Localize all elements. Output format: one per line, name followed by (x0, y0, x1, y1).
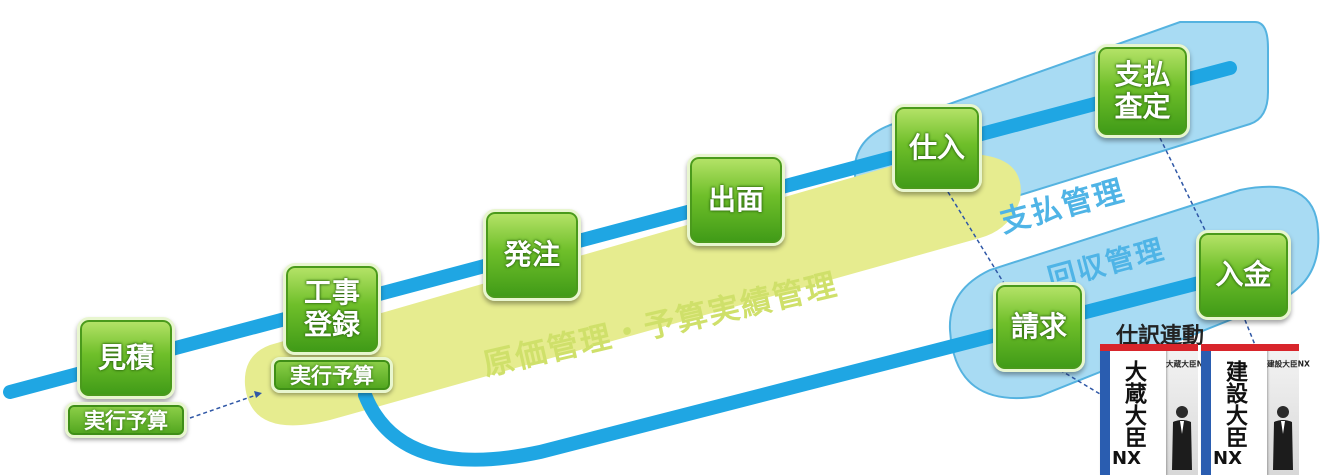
step-shiire: 仕入 (892, 104, 982, 192)
product-title: 大蔵大臣 (1121, 360, 1146, 448)
main-flow-line (3, 61, 1237, 399)
step-koji-toroku: 工事 登録 (283, 263, 381, 355)
step-shiharai-satei: 支払 査定 (1095, 44, 1190, 138)
step-seikyu: 請求 (993, 282, 1085, 372)
step-koji-budget: 実行予算 (271, 357, 393, 393)
product-title: 建設大臣 (1222, 360, 1247, 448)
product-box-red-stripe (1201, 344, 1299, 351)
step-nyukin-label: 入金 (1215, 258, 1272, 291)
step-mitsumori-budget: 実行予算 (65, 402, 187, 438)
shiharai-nyukin-connector (1159, 137, 1206, 231)
step-mitsumori-label: 見積 (97, 341, 154, 374)
product-box-okura-daijin: 大蔵大臣 NX 大蔵大臣NX (1100, 344, 1209, 475)
product-side-title: 建設大臣NX (1267, 360, 1310, 370)
businessman-icon (1172, 406, 1192, 470)
seikyu-product-connector (1059, 369, 1111, 401)
product-box-kensetsu-daijin: 建設大臣 NX 建設大臣NX (1201, 344, 1310, 475)
step-nyukin: 入金 (1196, 230, 1291, 320)
product-box-blue-stripe (1100, 351, 1110, 475)
step-shiharai-label-line1: 支払 (1114, 58, 1171, 91)
step-shiire-label: 仕入 (908, 131, 965, 164)
step-koji-label-line1: 工事 (303, 276, 360, 309)
product-box-red-stripe (1100, 344, 1198, 351)
budget-link-arrowhead (254, 391, 262, 398)
budget-link-arrow (189, 392, 263, 419)
step-dezura: 出面 (687, 154, 785, 246)
step-dezura-label: 出面 (707, 183, 764, 216)
product-box-blue-stripe (1201, 351, 1211, 475)
collection-flow-line (358, 268, 1237, 467)
step-seikyu-label: 請求 (1010, 310, 1067, 343)
product-side-title: 大蔵大臣NX (1166, 360, 1209, 370)
nyukin-product-connector (1244, 319, 1256, 346)
businessman-icon (1273, 406, 1293, 470)
step-hacchu-label: 発注 (503, 238, 560, 271)
step-koji-label-line2: 登録 (303, 308, 360, 341)
product-suffix: NX (1213, 448, 1242, 469)
step-mitsumori: 見積 (77, 317, 175, 399)
step-shiharai-label-line2: 査定 (1114, 90, 1171, 123)
step-hacchu: 発注 (483, 209, 581, 301)
product-suffix: NX (1112, 448, 1141, 469)
cost-management-band (244, 153, 1021, 426)
